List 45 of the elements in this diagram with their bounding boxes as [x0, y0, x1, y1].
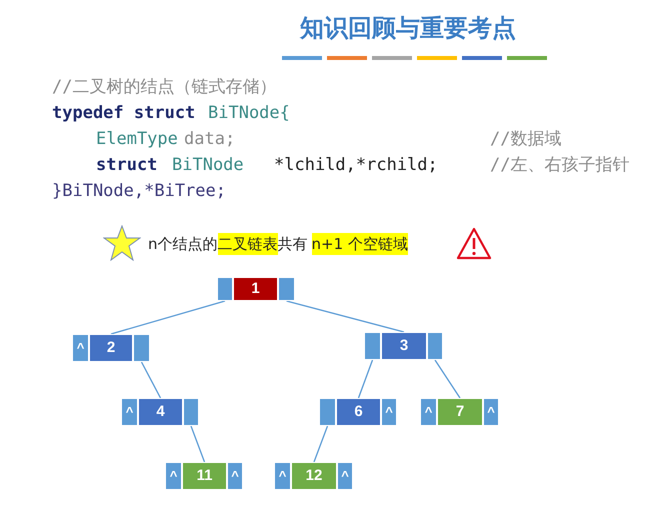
data-field: 2	[89, 334, 133, 362]
link-line	[286, 300, 404, 333]
code-text: struct	[96, 154, 158, 176]
null-pointer-field: ^	[227, 462, 243, 490]
code-text: BiTNode	[172, 154, 244, 176]
link-line	[358, 360, 374, 398]
pointer-field	[183, 398, 199, 426]
null-pointer-field: ^	[121, 398, 138, 426]
link-line	[313, 426, 328, 462]
null-pointer-field: ^	[72, 334, 89, 362]
data-field: 4	[138, 398, 183, 426]
link-line	[434, 360, 461, 398]
link-line	[110, 300, 226, 335]
code-text: *lchild,*rchild;	[274, 154, 438, 176]
title: 知识回顾与重要考点	[300, 13, 516, 44]
link-line	[140, 362, 162, 398]
code-text: data;	[184, 128, 236, 150]
data-field: 3	[381, 332, 427, 360]
pointer-field	[278, 277, 295, 301]
highlighted-text: n+1 个空链域	[312, 233, 408, 255]
data-field: 1	[233, 277, 278, 301]
code-text: }BiTNode,*BiTree;	[52, 180, 226, 202]
code-comment: //二叉树的结点（链式存储）	[52, 76, 276, 98]
code-comment: //左、右孩子指针	[490, 154, 630, 176]
pointer-field	[319, 398, 336, 426]
null-pointer-field: ^	[165, 462, 182, 490]
null-pointer-field: ^	[483, 398, 499, 426]
pointer-field	[133, 334, 150, 362]
code-text: typedef struct	[52, 102, 196, 124]
null-pointer-field: ^	[274, 462, 291, 490]
note-text: n个结点的	[148, 234, 218, 255]
data-field: 12	[291, 462, 337, 490]
null-pointer-field: ^	[381, 398, 397, 426]
pointer-field	[217, 277, 233, 301]
code-text: BiTNode{	[208, 102, 290, 124]
data-field: 11	[182, 462, 227, 490]
data-field: 6	[336, 398, 381, 426]
null-pointer-field: ^	[337, 462, 353, 490]
link-line	[190, 426, 206, 462]
pointer-field	[364, 332, 381, 360]
code-comment: //数据域	[490, 128, 562, 150]
code-text: ElemType	[96, 128, 178, 150]
null-pointer-field: ^	[420, 398, 437, 426]
pointer-field	[427, 332, 443, 360]
data-field: 7	[437, 398, 483, 426]
